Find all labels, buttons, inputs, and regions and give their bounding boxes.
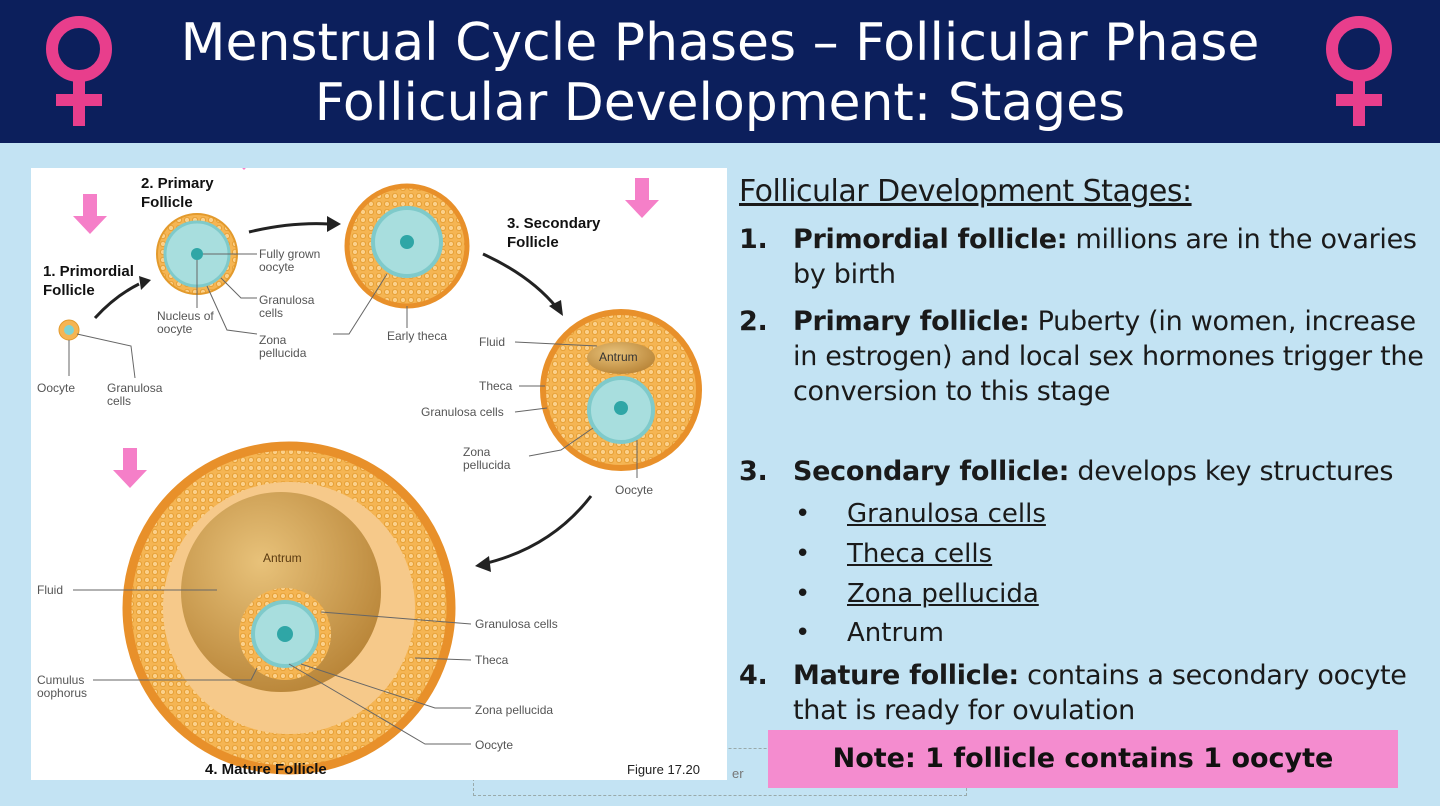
label-zona-pellucida: Zona pellucida	[475, 703, 554, 717]
follicle-drawing	[58, 168, 702, 775]
item-text: contains a secondary oocyte that is read…	[793, 660, 1407, 726]
item-text: develops key structures	[1069, 456, 1394, 487]
item-term: Primordial follicle:	[793, 224, 1068, 255]
venus-symbol-icon	[46, 16, 112, 126]
item-term: Secondary follicle:	[793, 456, 1070, 487]
item-term: Primary follicle:	[793, 306, 1030, 337]
secondary-follicle	[514, 309, 702, 478]
label-antrum: Antrum	[263, 551, 302, 565]
bullet-icon: •	[795, 618, 811, 648]
bullet-text: Granulosa cells	[847, 499, 1046, 529]
label-granulosa-cells: Granulosa cells	[421, 405, 504, 419]
stage-label-primary: 2. Primary Follicle	[141, 175, 214, 211]
bullet-text: Zona pellucida	[847, 579, 1039, 609]
label-oocyte: Oocyte	[37, 381, 76, 395]
label-granulosa-cells: Granulosa cells	[107, 381, 163, 408]
progression-arrows	[93, 222, 593, 566]
item-text: Puberty (in women, increase in estrogen)…	[793, 306, 1424, 407]
slide-title: Menstrual Cycle Phases – Follicular Phas…	[180, 13, 1260, 73]
bullet-icon: •	[795, 499, 811, 529]
label-nucleus-of-oocyte: Nucleus of oocyte	[157, 309, 214, 336]
label-oocyte: Oocyte	[615, 483, 654, 497]
stage-label-primordial: 1. Primordial Follicle	[43, 263, 134, 299]
item-number: 2.	[739, 306, 768, 337]
item-term: Mature follicle:	[793, 660, 1019, 691]
note-callout: Note: 1 follicle contains 1 oocyte	[768, 730, 1398, 788]
label-zona-pellucida: Zona pellucida	[463, 445, 511, 472]
item-number: 3.	[739, 456, 768, 487]
bullet-icon: •	[795, 539, 811, 569]
item-number: 4.	[739, 660, 768, 691]
item-text: millions are in the ovaries by birth	[793, 224, 1417, 290]
figure-number: Figure 17.20	[627, 762, 700, 777]
label-early-theca: Early theca	[387, 329, 448, 343]
growing-follicle	[333, 183, 470, 335]
pointer-arrows	[73, 168, 659, 488]
mature-follicle	[73, 441, 472, 775]
slide-subtitle: Follicular Development: Stages	[314, 73, 1126, 133]
label-antrum: Antrum	[599, 350, 638, 364]
label-granulosa-cells: Granulosa cells	[259, 293, 315, 320]
item-number: 1.	[739, 224, 768, 255]
label-zona-pellucida: Zona pellucida	[259, 333, 307, 360]
label-fluid: Fluid	[37, 583, 64, 597]
primary-follicle	[156, 213, 258, 335]
venus-symbol-icon	[1326, 16, 1392, 126]
primordial-follicle	[58, 319, 136, 379]
label-cumulus-oophorus: Cumulus oophorus	[37, 673, 88, 700]
label-granulosa-cells: Granulosa cells	[475, 617, 558, 631]
bullet-text: Antrum	[847, 618, 944, 648]
section-heading: Follicular Development Stages:	[739, 174, 1192, 209]
bullet-icon: •	[795, 579, 811, 609]
label-fully-grown-oocyte: Fully grown oocyte	[259, 247, 321, 274]
label-fluid: Fluid	[479, 335, 506, 349]
bullet-text: Theca cells	[847, 539, 993, 569]
placeholder-fragment: er	[732, 766, 744, 781]
stage-label-mature: 4. Mature Follicle	[205, 761, 327, 778]
label-theca: Theca	[475, 653, 509, 667]
label-oocyte: Oocyte	[475, 738, 514, 752]
title-banner	[0, 0, 1440, 143]
stage-label-secondary: 3. Secondary Follicle	[507, 215, 601, 251]
follicle-diagram: 1. Primordial Follicle 2. Primary Follic…	[31, 168, 727, 780]
label-theca: Theca	[479, 379, 513, 393]
